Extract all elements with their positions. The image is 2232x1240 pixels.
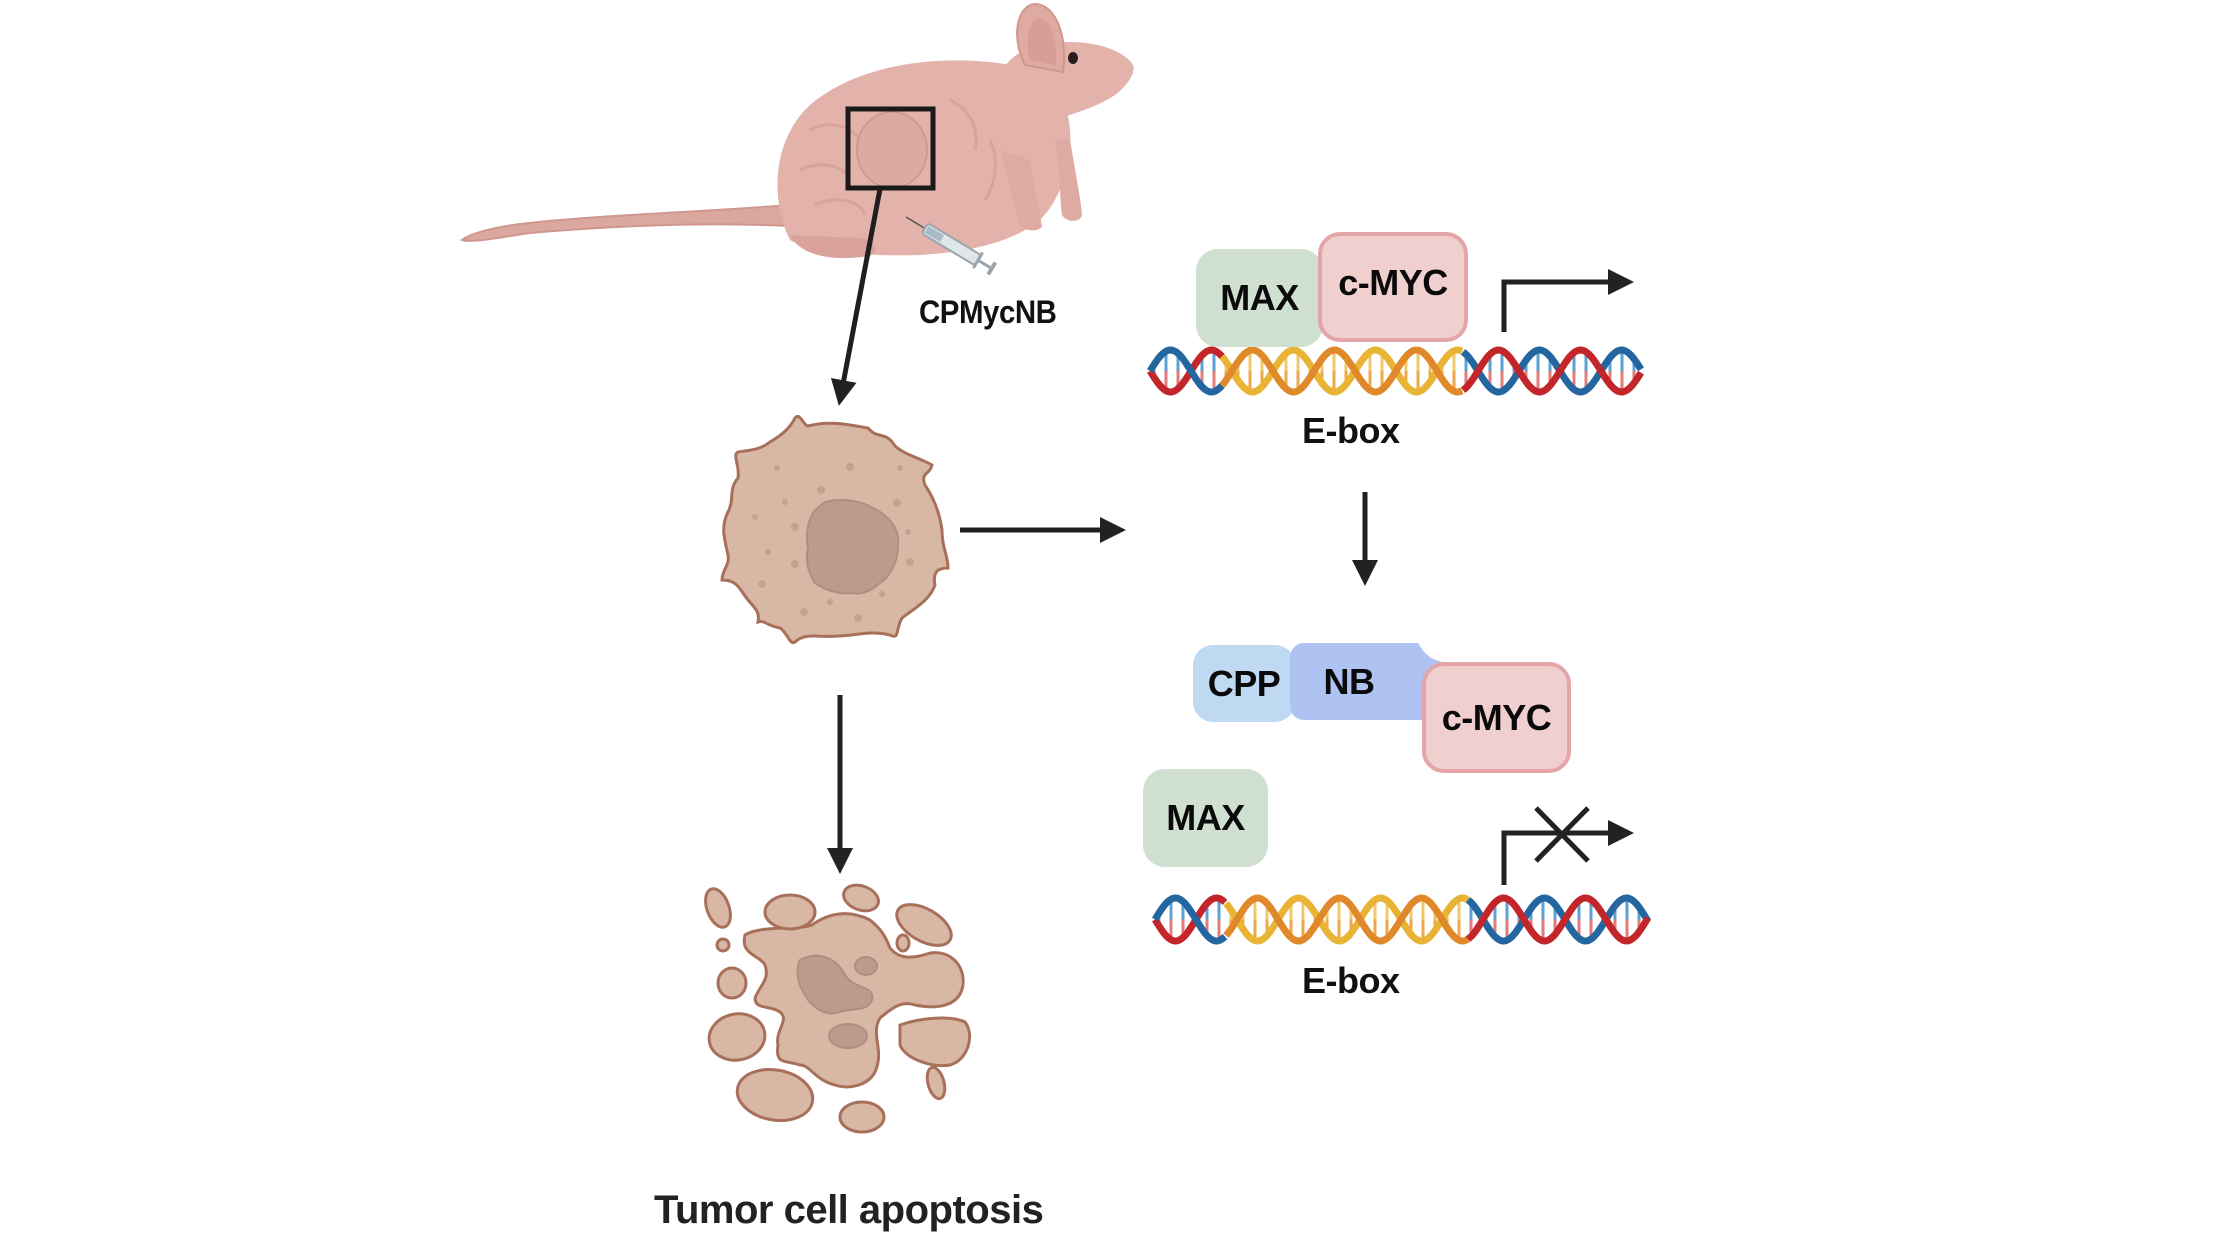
cell-granules [752,463,914,622]
dna-strand [1219,346,1464,396]
cmyc-protein-top: c-MYC [1318,232,1468,342]
apoptotic-body [707,1012,767,1062]
ebox-label-bottom: E-box [1302,960,1400,1001]
transcription-arrow-active [1501,269,1634,332]
apoptotic-body [838,1100,886,1134]
mouse-front-leg-2 [1055,140,1082,221]
dna-strand [1152,894,1228,945]
dna-strand [1219,346,1464,396]
nanobody-domain: NB [1290,643,1408,720]
arrow-tumor-to-cell [830,188,883,406]
cmyc-label-bottom: c-MYC [1441,696,1552,738]
apoptotic-body [735,1068,815,1122]
dna-helix-top [1147,346,1644,396]
dna-strand [1147,346,1225,396]
apoptotic-cell-illustration [704,883,971,1134]
cpp-domain: CPP [1193,645,1295,722]
injection-label: CPMycNB [919,294,1057,330]
dna-strand [1223,894,1470,945]
apoptotic-nucleus [796,954,874,1015]
mouse-front-leg [1000,150,1042,231]
dna-helix-bottom [1152,894,1651,945]
tumor-bulge [856,111,928,189]
max-protein-bottom: MAX [1143,769,1268,867]
apoptotic-nucleus-fragment [854,956,878,976]
dna-strand [1147,346,1225,396]
dna-strand [1460,346,1644,396]
apoptotic-body [715,937,731,953]
dna-strand [1465,894,1651,945]
apoptotic-body [898,1016,971,1068]
nb-label: NB [1323,660,1376,702]
cmyc-protein-bottom: c-MYC [1422,662,1571,773]
mouse-tail [459,203,791,242]
apoptosis-label: Tumor cell apoptosis [654,1188,1044,1232]
apoptotic-body [925,1065,947,1101]
max-label-bottom: MAX [1166,797,1245,838]
apoptotic-body [895,933,911,953]
apoptotic-nucleus-fragment [828,1023,868,1049]
cmyc-label-top: c-MYC [1338,262,1448,303]
dna-strand [1223,894,1470,945]
blocked-x-icon [1534,806,1590,863]
dna-strand [1152,894,1228,945]
apoptotic-body [895,903,953,947]
apoptotic-body [716,966,748,1000]
apoptotic-body [704,887,732,929]
transcription-arrow-blocked [1501,820,1634,885]
tumor-cell-illustration [720,415,950,645]
syringe-icon [905,216,998,276]
mouse-hind-leg [790,235,876,259]
tumor-highlight-box [845,106,936,191]
apoptotic-body [763,893,817,931]
dna-strand [1465,894,1651,945]
ebox-label-top: E-box [1302,410,1400,451]
dna-strand [1460,346,1644,396]
max-protein-top: MAX [1196,249,1323,347]
cpp-label: CPP [1207,662,1281,704]
max-label-top: MAX [1220,277,1299,318]
mouse-inner-ear [1027,18,1057,66]
apoptotic-body [842,883,880,913]
mouse-eye [1068,52,1078,64]
cell-nucleus [805,499,900,595]
nude-mouse-illustration [459,2,1134,276]
